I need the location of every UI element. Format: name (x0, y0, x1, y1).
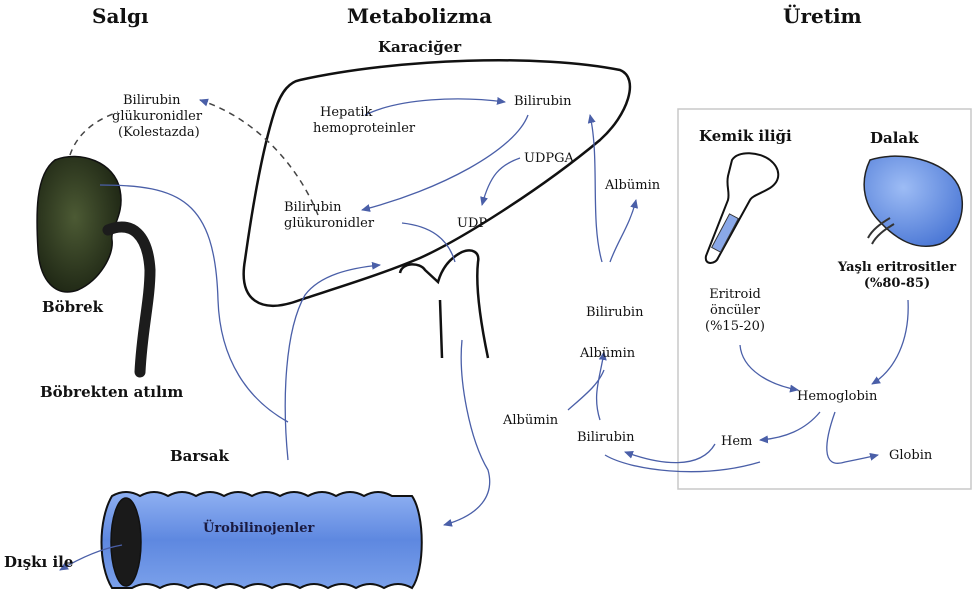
liver-udp: UDP (457, 216, 487, 231)
glucuronides-line2: glükuronidler (284, 216, 374, 231)
hepatic-line1: Hepatik (320, 105, 372, 120)
arrow-blood-to-liver (590, 115, 602, 262)
blood-bilirubin-mid: Bilirubin (586, 305, 643, 320)
arrow-eritroid-hemoglobin (740, 345, 798, 390)
blood-albumin-mid: Albümin (580, 346, 635, 361)
header-secretion: Salgı (92, 4, 149, 28)
blood-albumin-top: Albümin (605, 178, 660, 193)
arrow-hepatic-bilirubin (365, 99, 505, 115)
eritroid-line3: (%15-20) (690, 319, 780, 335)
hem-label: Hem (721, 434, 752, 449)
kidney-excretion: Böbrekten atılım (40, 383, 183, 401)
urine-line2: glükuronidler (112, 109, 202, 124)
kidney-label: Böbrek (42, 298, 103, 316)
feces-label: Dışkı ile (4, 553, 73, 571)
liver-bilirubin: Bilirubin (514, 94, 571, 109)
hepatic-line2: hemoproteinler (313, 121, 415, 136)
arrow-enterohepatic (285, 265, 380, 460)
old-rbc-line1: Yaşlı eritrositler (822, 260, 972, 276)
eritroid-label: Eritroid öncüler (%15-20) (690, 287, 780, 335)
liver-udpga: UDPGA (524, 151, 574, 166)
header-metabolism: Metabolizma (347, 4, 492, 28)
arrow-albumin-dissociate (610, 200, 636, 262)
blood-bilirubin-low: Bilirubin (577, 430, 634, 445)
urine-line1: Bilirubin (123, 93, 180, 108)
arrow-oldrbc-hemoglobin (872, 300, 908, 384)
eritroid-line2: öncüler (690, 303, 780, 319)
intestine-opening (111, 498, 141, 586)
old-rbc-line2: (%80-85) (822, 276, 972, 292)
arrow-production-to-blood (605, 455, 760, 472)
spleen-shape (864, 156, 962, 246)
urobilinogen-label: Ürobilinojenler (203, 521, 314, 536)
spleen-label: Dalak (870, 129, 919, 147)
intestine-shape (102, 492, 422, 588)
arrow-low-bilirubin-up (597, 352, 604, 420)
arrow-glucuronides-duct (402, 223, 455, 262)
bile-duct (400, 250, 488, 358)
hemoglobin-label: Hemoglobin (797, 389, 877, 404)
eritroid-line1: Eritroid (690, 287, 780, 303)
arrow-hemoglobin-hem (760, 412, 820, 440)
arrow-low-albumin-up (568, 370, 604, 410)
arrow-hem-bilirubin (625, 444, 715, 463)
bone-marrow-label: Kemik iliği (699, 127, 792, 145)
header-production: Üretim (783, 4, 862, 28)
globin-label: Globin (889, 448, 932, 463)
liver-title: Karaciğer (378, 38, 461, 56)
urine-line3: (Kolestazda) (118, 125, 200, 140)
arrow-hemoglobin-globin (827, 412, 878, 463)
old-rbc-label: Yaşlı eritrositler (%80-85) (822, 260, 972, 292)
blood-albumin-low: Albümin (503, 413, 558, 428)
arrow-udpga-udp (482, 158, 520, 205)
glucuronides-line1: Bilirubin (284, 200, 341, 215)
ureter (108, 227, 150, 372)
arrow-duct-to-gut (444, 340, 490, 525)
intestine-label: Barsak (170, 447, 229, 465)
